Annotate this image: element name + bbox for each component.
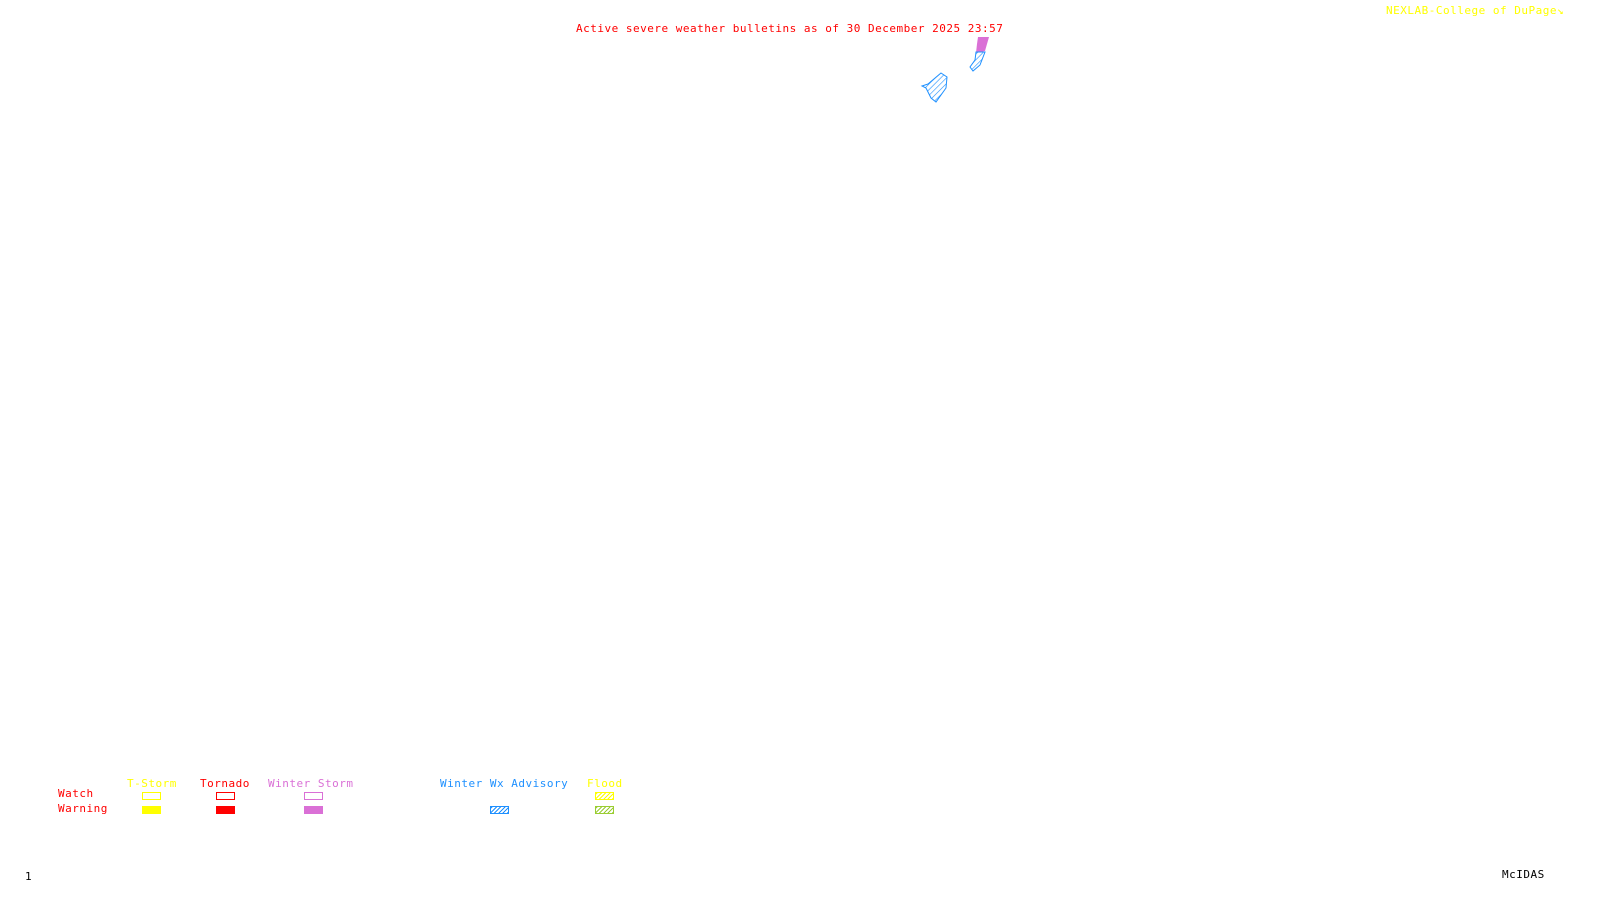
legend-tstorm-label: T-Storm [127,777,177,790]
legend-tornado-label: Tornado [200,777,250,790]
legend-flood-warning-swatch [595,806,614,814]
winter-advisory-polygon [969,51,986,72]
credit-text: NEXLAB-College of DuPage [1386,4,1557,17]
legend-winter-storm-warning-swatch [304,806,323,814]
credit-label: NEXLAB-College of DuPage↘ [1386,4,1564,17]
legend-warning-label: Warning [58,802,108,815]
software-label: McIDAS [1502,868,1545,881]
frame-number: 1 [25,870,33,883]
nexlab-logo-icon: ↘ [1556,4,1565,17]
legend-winter-storm-watch-swatch [304,792,323,800]
legend-tstorm-watch-swatch [142,792,161,800]
legend-tornado-watch-swatch [216,792,235,800]
legend-winter-advisory-label: Winter Wx Advisory [440,777,569,790]
winter-storm-warning-polygon [976,37,989,53]
legend-flood-watch-swatch [595,792,614,800]
legend-watch-label: Watch [58,787,94,800]
map-title: Active severe weather bulletins as of 30… [576,22,1004,35]
legend-flood-label: Flood [587,777,623,790]
legend-tornado-warning-swatch [216,806,235,814]
winter-advisory-polygon [920,72,948,103]
legend-winter-advisory-swatch [490,806,509,814]
legend-tstorm-warning-swatch [142,806,161,814]
legend-winter-storm-label: Winter Storm [268,777,354,790]
